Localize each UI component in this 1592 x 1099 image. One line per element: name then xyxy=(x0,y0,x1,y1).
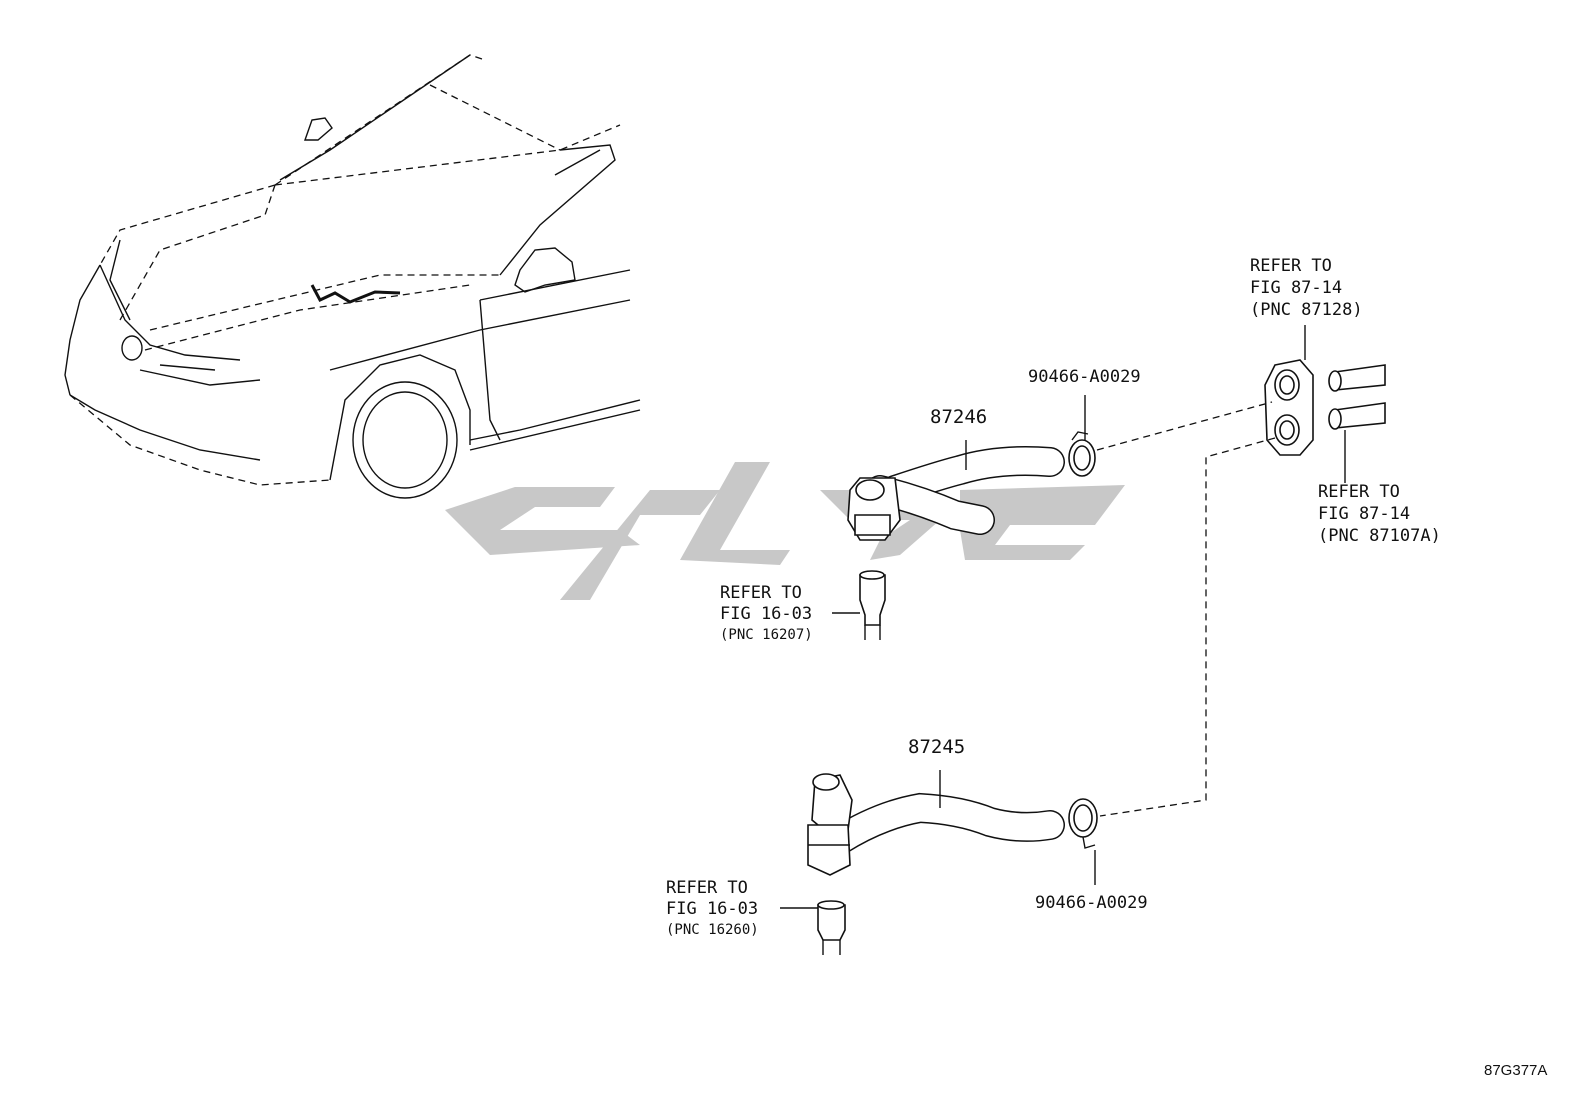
ref-16260-line1: REFER TO xyxy=(666,878,748,898)
hose-87246 xyxy=(847,446,1065,541)
watermark xyxy=(445,462,1125,600)
ref-16207-line2: FIG 16-03 xyxy=(720,604,812,624)
routing-lines xyxy=(1096,401,1276,817)
part-number-clamp-lower: 90466-A0029 xyxy=(1035,893,1148,913)
ref-16207-line1: REFER TO xyxy=(720,583,802,603)
figure-code: 87G377A xyxy=(1484,1062,1547,1079)
ref-87128-line3: (PNC 87128) xyxy=(1250,300,1363,320)
ref-87107a-line3: (PNC 87107A) xyxy=(1318,526,1441,546)
clamp-upper xyxy=(1068,431,1096,477)
ref-16207-line3: (PNC 16207) xyxy=(720,627,813,643)
part-number-clamp-upper: 90466-A0029 xyxy=(1028,367,1141,387)
ref-87128: REFER TO FIG 87-14 (PNC 87128) xyxy=(1250,256,1363,320)
ref-16260: REFER TO FIG 16-03 (PNC 16260) xyxy=(666,878,759,938)
pipe-16260 xyxy=(817,900,846,955)
ref-16207: REFER TO FIG 16-03 (PNC 16207) xyxy=(720,583,813,643)
pipe-16207 xyxy=(859,570,886,640)
leader-lines xyxy=(780,325,1346,909)
ref-87128-line2: FIG 87-14 xyxy=(1250,278,1342,298)
ref-87107a-line2: FIG 87-14 xyxy=(1318,504,1410,524)
ref-16260-line2: FIG 16-03 xyxy=(666,899,758,919)
vehicle-outline xyxy=(64,54,641,499)
heater-pipes xyxy=(1328,364,1386,430)
hose-87245 xyxy=(807,773,1065,876)
part-number-87245: 87245 xyxy=(908,736,965,758)
ref-87107a-line1: REFER TO xyxy=(1318,482,1400,502)
grommet-plate xyxy=(1264,359,1314,456)
clamp-lower xyxy=(1068,798,1098,849)
part-number-87246: 87246 xyxy=(930,406,987,428)
ref-87128-line1: REFER TO xyxy=(1250,256,1332,276)
ref-87107a: REFER TO FIG 87-14 (PNC 87107A) xyxy=(1318,482,1441,546)
ref-16260-line3: (PNC 16260) xyxy=(666,922,759,938)
